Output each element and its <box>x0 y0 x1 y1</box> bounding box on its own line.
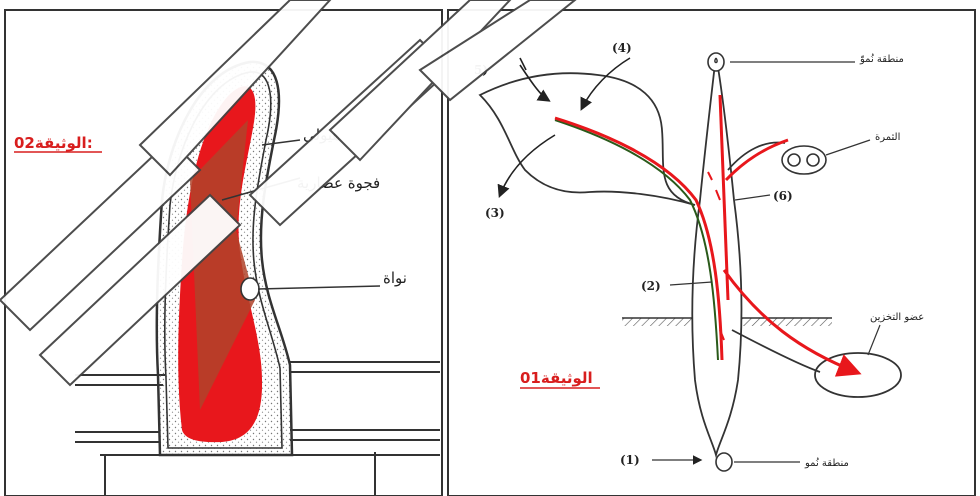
nucleus <box>241 278 259 300</box>
number-2: (2) <box>641 279 661 293</box>
number-4: (4) <box>612 41 632 55</box>
label-nucleus: نواة <box>383 269 407 287</box>
fruit <box>782 146 826 174</box>
number-6: (6) <box>773 189 793 203</box>
label-storage-organ: عضو التخزين <box>870 312 924 323</box>
right-panel: منطقة نُموّ الثمرة عضو التخزين منطقة نُم… <box>448 10 975 496</box>
number-1: (1) <box>620 453 640 467</box>
label-stem-growth-zone: منطقة نُموّ <box>859 54 904 65</box>
document-label-01: الوثيقة01 <box>520 369 593 387</box>
number-3: (3) <box>485 206 505 220</box>
root-apex <box>716 453 732 471</box>
label-fruit: الثمرة <box>875 132 900 143</box>
label-root-growth-zone: منطقة نُمو <box>804 458 849 469</box>
document-label-02: الوثيقة02: <box>14 134 93 152</box>
